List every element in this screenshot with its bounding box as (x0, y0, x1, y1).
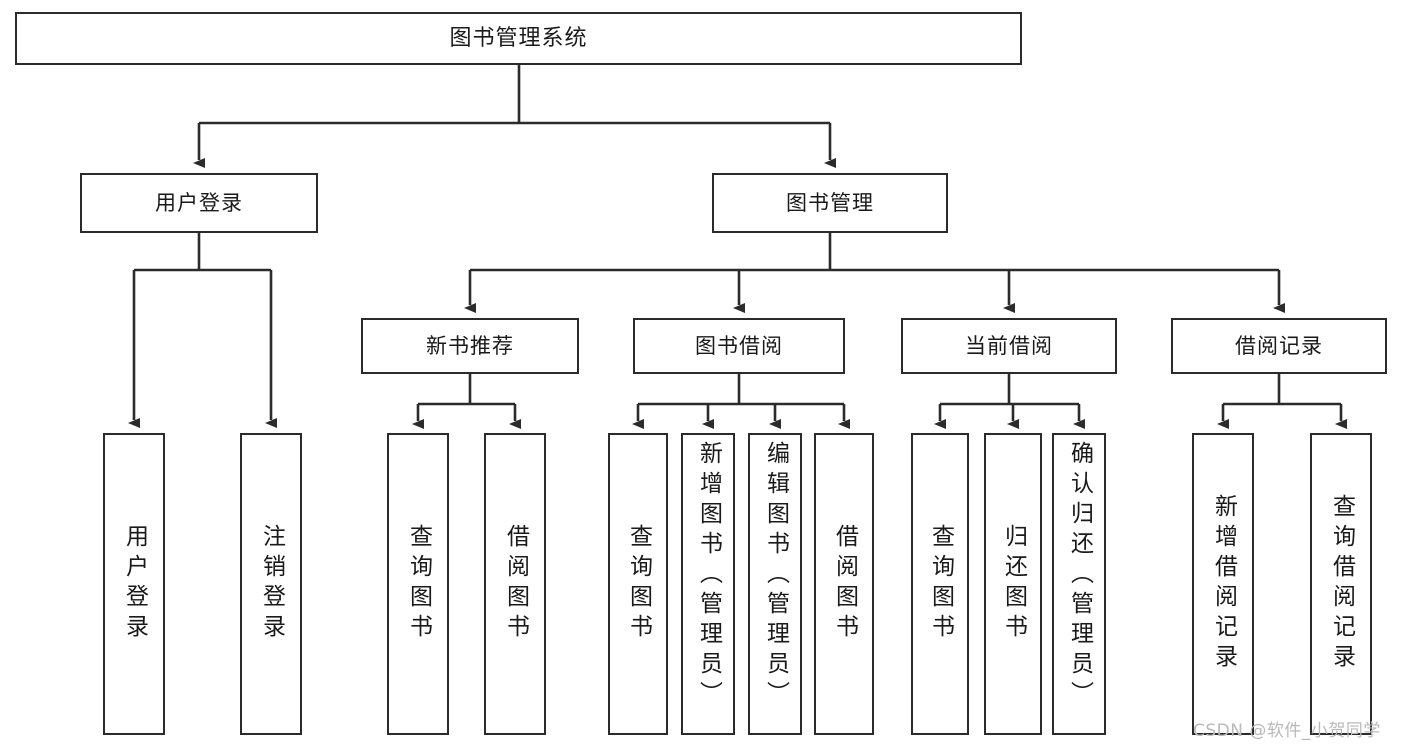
node-leaf-user-login-label: 用户登录 (121, 524, 148, 644)
node-leaf-query-record[interactable]: 查询借阅记录 (1310, 433, 1372, 735)
node-leaf-add-record[interactable]: 新增借阅记录 (1192, 433, 1254, 735)
node-leaf-query-book-1-label: 查询图书 (405, 524, 432, 644)
node-leaf-confirm-return-label: 确认归还（管理员） (1066, 441, 1093, 711)
node-leaf-edit-book[interactable]: 编辑图书（管理员） (748, 433, 802, 735)
node-book-manage[interactable]: 图书管理 (712, 173, 948, 233)
node-leaf-query-book-1[interactable]: 查询图书 (387, 433, 449, 735)
node-leaf-borrow-book-1-label: 借阅图书 (502, 524, 529, 644)
node-leaf-query-record-label: 查询借阅记录 (1328, 494, 1355, 674)
node-leaf-add-book[interactable]: 新增图书（管理员） (681, 433, 735, 735)
node-new-book-recommend[interactable]: 新书推荐 (361, 318, 579, 374)
node-leaf-user-login[interactable]: 用户登录 (103, 433, 165, 735)
node-root-label: 图书管理系统 (449, 25, 588, 51)
node-leaf-return-book[interactable]: 归还图书 (984, 433, 1042, 735)
node-leaf-borrow-book-1[interactable]: 借阅图书 (484, 433, 546, 735)
node-book-borrow-label: 图书借阅 (695, 333, 783, 358)
node-leaf-confirm-return[interactable]: 确认归还（管理员） (1052, 433, 1106, 735)
node-leaf-query-book-3-label: 查询图书 (927, 524, 954, 644)
node-leaf-add-record-label: 新增借阅记录 (1210, 494, 1237, 674)
node-leaf-borrow-book-2[interactable]: 借阅图书 (814, 433, 874, 735)
node-leaf-edit-book-label: 编辑图书（管理员） (762, 441, 789, 711)
node-borrow-record[interactable]: 借阅记录 (1171, 318, 1387, 374)
node-leaf-borrow-book-2-label: 借阅图书 (831, 524, 858, 644)
node-book-borrow[interactable]: 图书借阅 (633, 318, 845, 374)
node-leaf-add-book-label: 新增图书（管理员） (695, 441, 722, 711)
node-user-login[interactable]: 用户登录 (80, 173, 318, 233)
node-user-login-label: 用户登录 (155, 190, 243, 215)
node-current-borrow-label: 当前借阅 (965, 333, 1053, 358)
node-root[interactable]: 图书管理系统 (15, 12, 1022, 65)
node-book-manage-label: 图书管理 (786, 190, 874, 215)
node-borrow-record-label: 借阅记录 (1235, 333, 1323, 358)
node-leaf-logout[interactable]: 注销登录 (240, 433, 302, 735)
node-leaf-query-book-3[interactable]: 查询图书 (911, 433, 969, 735)
node-leaf-return-book-label: 归还图书 (1000, 524, 1027, 644)
node-new-book-recommend-label: 新书推荐 (426, 333, 514, 358)
node-leaf-logout-label: 注销登录 (258, 524, 285, 644)
node-leaf-query-book-2-label: 查询图书 (625, 524, 652, 644)
csdn-watermark: CSDN @软件_小贺同学 (1193, 721, 1381, 741)
node-leaf-query-book-2[interactable]: 查询图书 (608, 433, 668, 735)
node-current-borrow[interactable]: 当前借阅 (901, 318, 1117, 374)
